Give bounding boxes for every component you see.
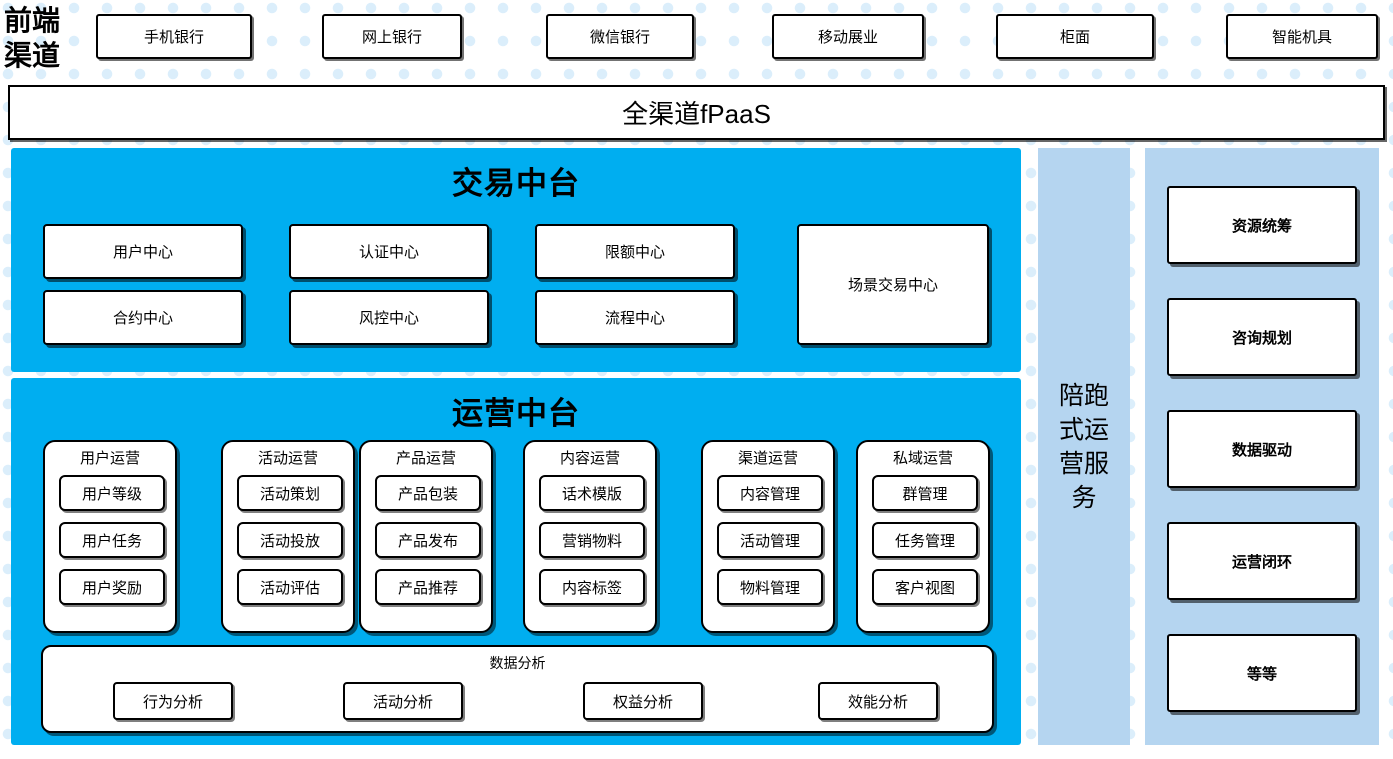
trade-center-title: 交易中台 [452, 166, 580, 201]
data-analysis-item-efficiency[interactable]: 效能分析 [818, 682, 938, 720]
ops-column-title: 活动运营 [257, 450, 318, 467]
frontend-channel-row: 前端 渠道 手机银行 网上银行 微信银行 移动展业 柜面 智能机具 [0, 0, 1393, 80]
capability-panel: 资源统筹 咨询规划 数据驱动 运营闭环 等等 [1145, 148, 1379, 745]
channel-box-online-bank[interactable]: 网上银行 [322, 14, 462, 59]
ops-item[interactable]: 活动策划 [237, 475, 343, 511]
ops-item[interactable]: 营销物料 [539, 522, 645, 558]
ops-item[interactable]: 用户等级 [59, 475, 165, 511]
ops-center-panel: 运营中台 用户运营 用户等级 用户任务 用户奖励 活动运营 活动策划 活动投放 … [11, 378, 1021, 745]
capability-box-ops-closed-loop[interactable]: 运营闭环 [1167, 522, 1357, 600]
ops-column-title: 用户运营 [79, 450, 140, 467]
ops-item[interactable]: 产品发布 [375, 522, 481, 558]
data-analysis-title: 数据分析 [489, 655, 546, 671]
trade-box-process-center[interactable]: 流程中心 [535, 290, 735, 345]
trade-box-contract-center[interactable]: 合约中心 [43, 290, 243, 345]
data-analysis-item-activity[interactable]: 活动分析 [343, 682, 463, 720]
ops-column-title: 内容运营 [559, 450, 620, 467]
ops-item[interactable]: 产品包装 [375, 475, 481, 511]
frontend-channel-label-line1: 前端 [4, 6, 61, 37]
ops-column-title: 产品运营 [395, 450, 456, 467]
capability-box-etc[interactable]: 等等 [1167, 634, 1357, 712]
frontend-channel-label-line2: 渠道 [4, 41, 61, 72]
data-analysis-item-behavior[interactable]: 行为分析 [113, 682, 233, 720]
ops-item[interactable]: 活动投放 [237, 522, 343, 558]
capability-box-resource-coordination[interactable]: 资源统筹 [1167, 186, 1357, 264]
ops-item[interactable]: 产品推荐 [375, 569, 481, 605]
ops-column-content-ops: 内容运营 话术模版 营销物料 内容标签 [523, 440, 657, 633]
ops-item[interactable]: 客户视图 [872, 569, 978, 605]
trade-box-scenario-trade-center[interactable]: 场景交易中心 [797, 224, 989, 345]
channel-box-smart-machine[interactable]: 智能机具 [1226, 14, 1378, 59]
ops-column-title: 渠道运营 [737, 450, 798, 467]
frontend-channel-label: 前端 渠道 [4, 4, 86, 76]
ops-column-product-ops: 产品运营 产品包装 产品发布 产品推荐 [359, 440, 493, 633]
capability-box-consulting-planning[interactable]: 咨询规划 [1167, 298, 1357, 376]
ops-item[interactable]: 物料管理 [717, 569, 823, 605]
ops-item[interactable]: 用户奖励 [59, 569, 165, 605]
data-analysis-panel: 数据分析 行为分析 活动分析 权益分析 效能分析 [41, 645, 994, 733]
data-analysis-item-benefit[interactable]: 权益分析 [583, 682, 703, 720]
trade-box-auth-center[interactable]: 认证中心 [289, 224, 489, 279]
omnichannel-fpaas-bar[interactable]: 全渠道fPaaS [8, 85, 1385, 140]
ops-column-channel-ops: 渠道运营 内容管理 活动管理 物料管理 [701, 440, 835, 633]
ops-item[interactable]: 任务管理 [872, 522, 978, 558]
trade-box-user-center[interactable]: 用户中心 [43, 224, 243, 279]
ops-center-title: 运营中台 [452, 396, 580, 431]
channel-box-mobile-business[interactable]: 移动展业 [772, 14, 924, 59]
ops-item[interactable]: 用户任务 [59, 522, 165, 558]
ops-column-private-domain-ops: 私域运营 群管理 任务管理 客户视图 [856, 440, 990, 633]
channel-box-counter[interactable]: 柜面 [996, 14, 1154, 59]
ops-item[interactable]: 内容管理 [717, 475, 823, 511]
trade-box-limit-center[interactable]: 限额中心 [535, 224, 735, 279]
capability-box-data-driven[interactable]: 数据驱动 [1167, 410, 1357, 488]
companion-ops-service-label: 陪跑式运营服务 [1058, 381, 1109, 512]
ops-item[interactable]: 话术模版 [539, 475, 645, 511]
ops-item[interactable]: 群管理 [872, 475, 978, 511]
ops-column-user-ops: 用户运营 用户等级 用户任务 用户奖励 [43, 440, 177, 633]
ops-column-title: 私域运营 [892, 450, 953, 467]
trade-box-risk-center[interactable]: 风控中心 [289, 290, 489, 345]
channel-box-mobile-bank[interactable]: 手机银行 [96, 14, 252, 59]
trade-center-panel: 交易中台 用户中心 认证中心 限额中心 合约中心 风控中心 流程中心 场景交易中… [11, 148, 1021, 372]
companion-ops-service-strip: 陪跑式运营服务 [1038, 148, 1130, 745]
ops-item[interactable]: 内容标签 [539, 569, 645, 605]
ops-item[interactable]: 活动管理 [717, 522, 823, 558]
ops-item[interactable]: 活动评估 [237, 569, 343, 605]
ops-column-activity-ops: 活动运营 活动策划 活动投放 活动评估 [221, 440, 355, 633]
channel-box-wechat-bank[interactable]: 微信银行 [546, 14, 694, 59]
